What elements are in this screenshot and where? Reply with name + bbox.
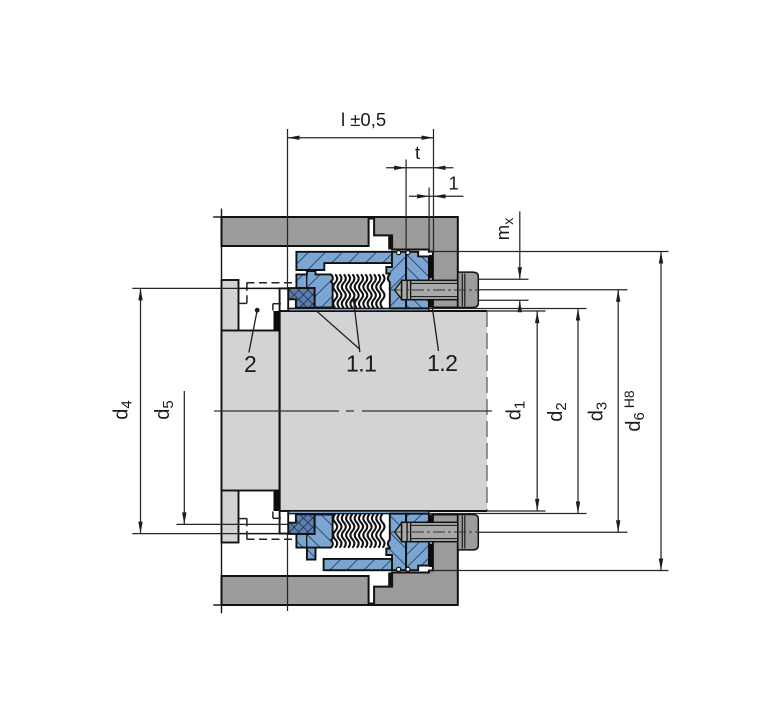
svg-text:1: 1 [449,173,459,194]
svg-text:1.1: 1.1 [346,351,376,377]
svg-text:l ±0,5: l ±0,5 [341,109,386,130]
svg-text:t: t [415,142,420,163]
svg-text:1.2: 1.2 [427,350,457,376]
svg-text:2: 2 [244,351,256,377]
